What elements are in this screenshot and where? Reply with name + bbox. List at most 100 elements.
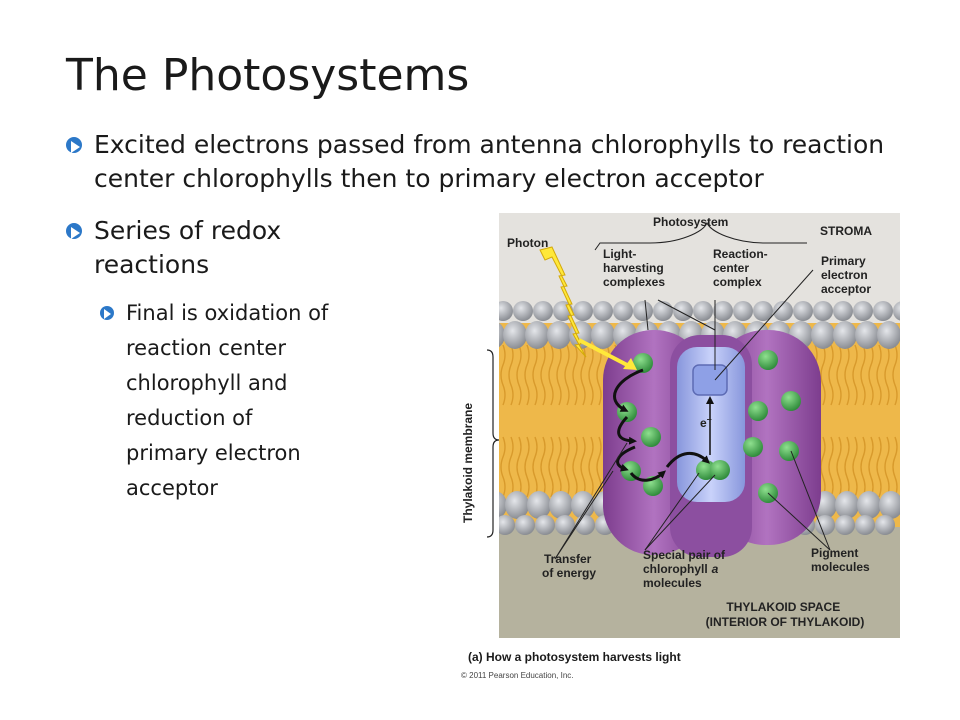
lipid-head	[499, 491, 507, 519]
lipid-head	[525, 321, 549, 349]
pigment-molecules-label: Pigment molecules	[811, 546, 870, 574]
lipid-tail	[508, 436, 514, 498]
lipid-tail	[901, 345, 905, 405]
lipid-tail	[556, 344, 562, 406]
lipid-head	[793, 301, 813, 321]
lipid-tail	[852, 436, 858, 498]
chlorophyll-molecule	[743, 437, 763, 457]
lipid-head	[713, 301, 733, 321]
lipid-head	[505, 491, 529, 519]
lipid-head	[527, 491, 551, 519]
lipid-tail	[580, 436, 586, 498]
transfer-energy-label: Transfer of energy	[542, 552, 596, 580]
stroma-label: STROMA	[820, 224, 872, 238]
lipid-tail	[852, 344, 858, 406]
sub-bullet-final-oxidation: Final is oxidation of reaction center ch…	[100, 296, 340, 506]
chlorophyll-molecule	[641, 427, 661, 447]
lipid-tail	[572, 436, 578, 498]
lipid-head	[591, 321, 615, 349]
lipid-tail	[532, 344, 538, 406]
chlorophyll-molecule	[779, 441, 799, 461]
lipid-tail	[901, 437, 905, 497]
lipid-tail	[588, 344, 594, 406]
lipid-tail	[540, 344, 546, 406]
slide-title: The Photosystems	[66, 50, 470, 101]
lipid-tail	[820, 344, 826, 406]
lipid-head	[835, 515, 855, 535]
lipid-tail	[516, 344, 522, 406]
lipid-head	[515, 515, 535, 535]
lipid-tail	[548, 436, 554, 498]
lipid-head	[833, 321, 857, 349]
lipid-tail	[540, 436, 546, 498]
lipid-tail	[868, 344, 874, 406]
bullet-text: Series of redox reactions	[94, 216, 282, 279]
lipid-head	[815, 515, 835, 535]
lipid-head	[547, 321, 571, 349]
lipid-tail	[892, 344, 898, 406]
lipid-tail	[860, 436, 866, 498]
photosystem-label: Photosystem	[653, 215, 728, 229]
thylakoid-membrane-brace	[486, 349, 500, 538]
lipid-tail	[493, 345, 497, 405]
lipid-head	[753, 301, 773, 321]
bullet-text: Final is oxidation of reaction center ch…	[126, 301, 329, 500]
bullet-excited-electrons: Excited electrons passed from antenna ch…	[66, 128, 926, 196]
circled-arrow-right-icon	[66, 137, 82, 153]
electron-label: e–	[700, 414, 712, 430]
circled-arrow-right-icon	[66, 223, 82, 239]
lipid-tail	[508, 344, 514, 406]
lipid-head	[875, 515, 895, 535]
lipid-head	[499, 515, 515, 535]
lipid-head	[877, 321, 900, 349]
primary-electron-acceptor	[692, 364, 728, 396]
lipid-tail	[588, 436, 594, 498]
lipid-tail	[860, 344, 866, 406]
lipid-tail	[836, 344, 842, 406]
lipid-tail	[524, 436, 530, 498]
lipid-tail	[500, 344, 506, 406]
lipid-head	[811, 321, 835, 349]
lipid-tail	[836, 436, 842, 498]
lipid-head	[855, 515, 875, 535]
lipid-tail	[572, 344, 578, 406]
lipid-tail	[556, 436, 562, 498]
lipid-tail	[500, 436, 506, 498]
lipid-head	[693, 301, 713, 321]
lipid-tail	[892, 436, 898, 498]
lipid-head	[653, 301, 673, 321]
lipid-head	[533, 301, 553, 321]
lipid-head	[571, 491, 595, 519]
lipid-tail	[828, 344, 834, 406]
lipid-tail	[596, 436, 602, 498]
lipid-head	[535, 515, 555, 535]
circled-arrow-right-icon	[100, 306, 114, 320]
lipid-head	[613, 301, 633, 321]
lipid-tail	[524, 344, 530, 406]
lipid-head	[573, 301, 593, 321]
lipid-tail	[884, 344, 890, 406]
thylakoid-membrane-label: Thylakoid membrane	[461, 403, 475, 523]
lipid-head	[855, 321, 879, 349]
chlorophyll-molecule	[633, 353, 653, 373]
lipid-head	[673, 301, 693, 321]
lipid-head	[499, 301, 513, 321]
lipid-head	[513, 301, 533, 321]
chlorophyll-molecule	[748, 401, 768, 421]
lipid-tail	[844, 344, 850, 406]
chlorophyll-molecule	[781, 391, 801, 411]
lipid-head	[857, 491, 881, 519]
lipid-head	[575, 515, 595, 535]
lipid-head	[499, 322, 505, 348]
lipid-head	[555, 515, 575, 535]
lipid-tail	[516, 436, 522, 498]
lipid-head	[813, 301, 833, 321]
lipid-tail	[884, 436, 890, 498]
lipid-tail	[844, 436, 850, 498]
lipid-head	[833, 301, 853, 321]
lipid-tail	[532, 436, 538, 498]
chlorophyll-molecule	[758, 350, 778, 370]
bullet-text: Excited electrons passed from antenna ch…	[94, 130, 885, 193]
lipid-head	[835, 491, 859, 519]
